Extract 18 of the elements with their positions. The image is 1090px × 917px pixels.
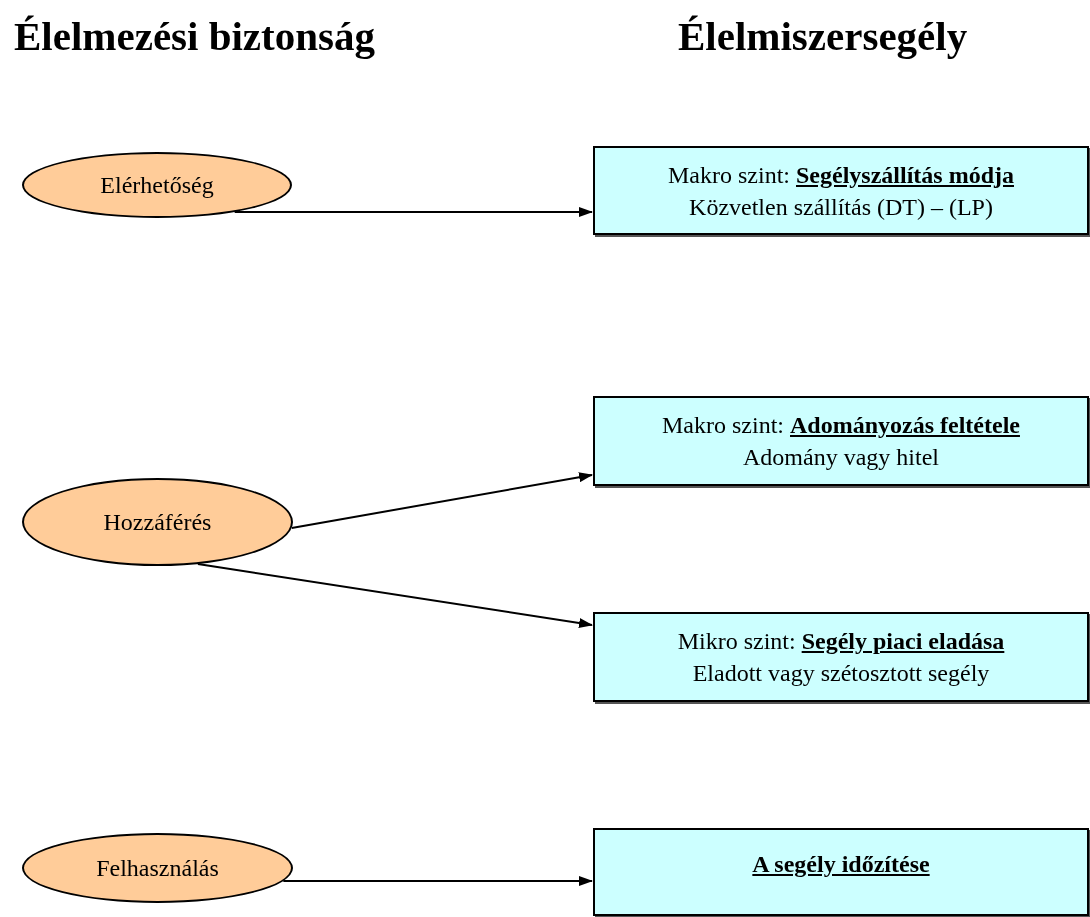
box-heading: Makro szint: Segélyszállítás módja: [668, 160, 1014, 190]
arrow: [282, 876, 593, 886]
category-label: Felhasználás: [96, 854, 219, 883]
aid-box: [593, 612, 1089, 702]
box-heading: Mikro szint: Segély piaci eladása: [677, 627, 1005, 656]
box-heading: Makro szint: Adományozás feltétele: [662, 411, 1020, 440]
box-text: Eladott vagy szétosztott segély: [692, 659, 990, 688]
box-heading: A segély időzítése: [752, 850, 930, 879]
category-label: Elérhetőség: [100, 171, 214, 200]
arrow: [233, 207, 593, 217]
column-heading: Élelmezési biztonság: [14, 12, 375, 60]
box-text: Adomány vagy hitel: [743, 443, 939, 472]
box-text: Közvetlen szállítás (DT) – (LP): [689, 192, 993, 222]
aid-box: [593, 828, 1089, 916]
aid-box: [593, 396, 1089, 486]
aid-box: [593, 146, 1089, 235]
column-heading: Élelmiszersegély: [678, 12, 968, 60]
category-label: Hozzáférés: [103, 508, 212, 537]
